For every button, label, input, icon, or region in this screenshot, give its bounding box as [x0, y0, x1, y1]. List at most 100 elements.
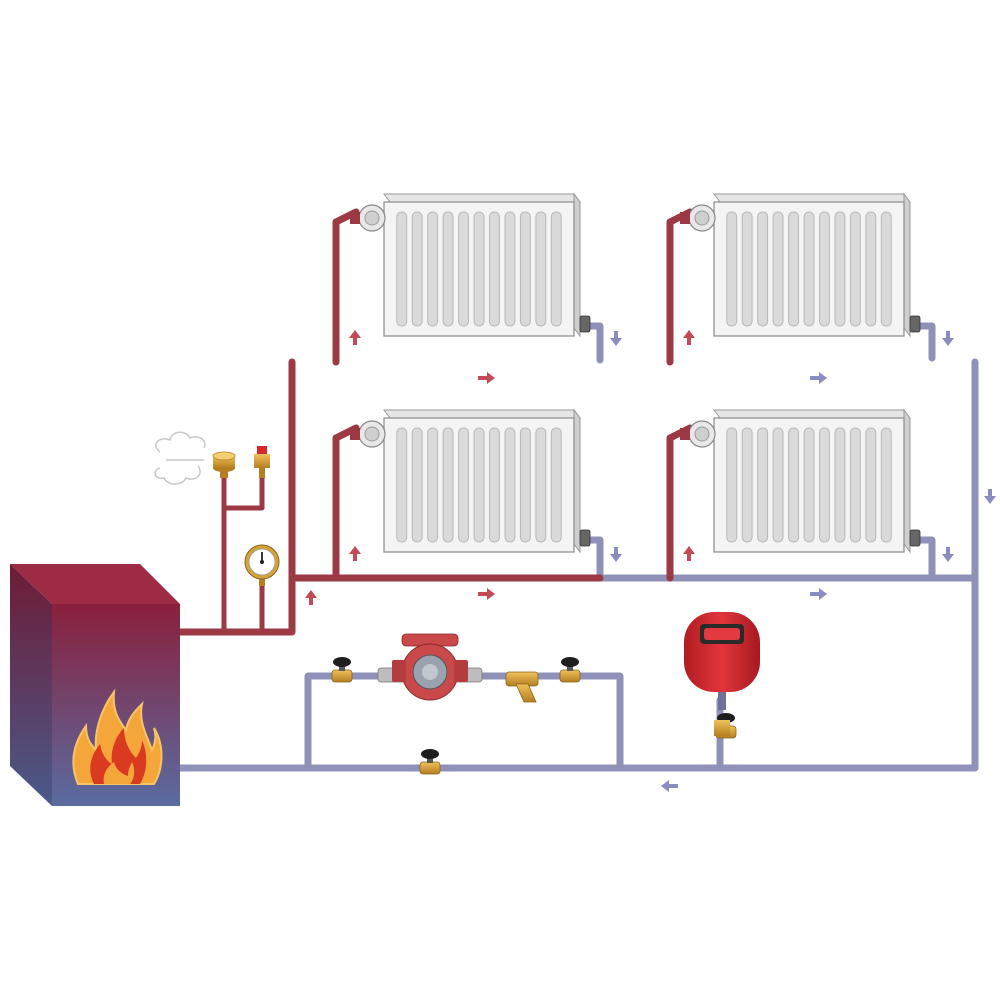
radiator-fin: [535, 427, 547, 543]
lockshield-valve-icon[interactable]: [579, 315, 591, 333]
arrow-left-icon: [661, 780, 678, 792]
radiator-lower-right: [713, 409, 911, 553]
radiator-fin: [396, 427, 408, 543]
radiator-fin: [504, 211, 516, 327]
radiator-fin: [865, 211, 877, 327]
radiator-fin: [726, 427, 738, 543]
arrow-down-icon: [984, 489, 996, 504]
radiator-fin: [458, 211, 469, 327]
radiator-fin: [865, 427, 877, 543]
boiler[interactable]: [10, 564, 180, 806]
radiator-fin: [834, 211, 846, 327]
radiator-fin: [803, 427, 815, 543]
radiator-fin: [819, 427, 830, 543]
return-drop-ur: [914, 322, 936, 362]
return-drop-ul: [584, 322, 604, 364]
arrow-down-icon: [610, 331, 622, 346]
radiator-fin: [726, 211, 738, 327]
radiator-fin: [803, 211, 815, 327]
y-strainer-icon[interactable]: [505, 671, 539, 703]
radiator-fin: [788, 211, 799, 327]
radiator-fin: [819, 211, 830, 327]
radiator-fin: [442, 427, 454, 543]
radiator-fin: [458, 427, 469, 543]
radiator-fin: [489, 211, 500, 327]
radiator-fin: [427, 427, 439, 543]
radiator-fin: [849, 427, 861, 543]
steam-puff-icon: [154, 431, 206, 485]
radiator-fin: [504, 427, 516, 543]
radiator-fin: [489, 427, 500, 543]
radiator-upper-left: [383, 193, 581, 337]
radiator-fin: [772, 211, 784, 327]
supply-riser-ul: [332, 208, 360, 366]
radiator-fin: [411, 427, 423, 543]
lockshield-valve-icon[interactable]: [909, 529, 921, 547]
arrow-right-icon: [478, 372, 495, 384]
arrow-right-icon: [810, 372, 827, 384]
radiator-fin: [741, 427, 753, 543]
air-vent-icon[interactable]: [212, 451, 236, 478]
thermostatic-valve-icon[interactable]: [680, 204, 716, 232]
radiator-fin: [550, 211, 562, 327]
thermostatic-valve-icon[interactable]: [350, 420, 386, 448]
radiator-fin: [442, 211, 454, 327]
radiator-fin: [757, 427, 769, 543]
expansion-tank-icon[interactable]: [684, 612, 760, 739]
radiator-fin: [473, 427, 485, 543]
boiler-flame-icon: [72, 688, 163, 785]
radiator-upper-right: [713, 193, 911, 337]
lockshield-valves: [579, 315, 921, 547]
radiator-fin: [772, 427, 784, 543]
arrow-up-icon: [683, 330, 695, 345]
return-main-bottom: [176, 358, 979, 772]
arrow-up-icon: [349, 330, 361, 345]
arrow-up-icon: [305, 590, 317, 605]
radiator-fin: [396, 211, 408, 327]
arrow-down-icon: [610, 547, 622, 562]
radiator-fin: [519, 211, 531, 327]
thermostatic-valve-icon[interactable]: [350, 204, 386, 232]
safety-valve-icon[interactable]: [254, 446, 270, 478]
radiator-fin: [550, 427, 562, 543]
ball-valve-icon[interactable]: [419, 748, 441, 775]
radiator-fin: [473, 211, 485, 327]
supply-vent-branch: [221, 475, 265, 635]
arrow-right-icon: [478, 588, 495, 600]
arrow-up-icon: [349, 546, 361, 561]
arrow-down-icon: [942, 331, 954, 346]
radiator-fin: [849, 211, 861, 327]
circulation-pump-icon[interactable]: [377, 633, 483, 701]
radiator-fin: [741, 211, 753, 327]
pressure-gauge-icon[interactable]: [244, 544, 280, 586]
radiator-fin: [411, 211, 423, 327]
return-drop-ll: [584, 536, 604, 580]
thermostatic-valve-icon[interactable]: [680, 420, 716, 448]
ball-valve-icon[interactable]: [331, 656, 353, 683]
flow-arrows: [305, 330, 996, 792]
radiator-fin: [880, 427, 892, 543]
radiator-fin: [427, 211, 439, 327]
thermostatic-valves: [350, 204, 716, 448]
radiator-fin: [880, 211, 892, 327]
radiator-fin: [535, 211, 547, 327]
arrow-down-icon: [942, 547, 954, 562]
radiator-fin: [834, 427, 846, 543]
pump-group: [308, 633, 620, 775]
arrow-right-icon: [810, 588, 827, 600]
lockshield-valve-icon[interactable]: [579, 529, 591, 547]
lockshield-valve-icon[interactable]: [909, 315, 921, 333]
pump-bypass-loop: [304, 672, 624, 772]
ball-valve-icon[interactable]: [559, 656, 581, 683]
radiator-fin: [757, 211, 769, 327]
supply-pipes: [176, 208, 979, 636]
return-drop-lr: [914, 536, 936, 580]
arrow-up-icon: [683, 546, 695, 561]
supply-riser-ll: [332, 424, 360, 582]
safety-group: [154, 431, 280, 586]
supply-boiler-outlet: [176, 358, 296, 636]
radiator-fin: [788, 427, 799, 543]
radiator-lower-left: [383, 409, 581, 553]
radiator-fin: [519, 427, 531, 543]
